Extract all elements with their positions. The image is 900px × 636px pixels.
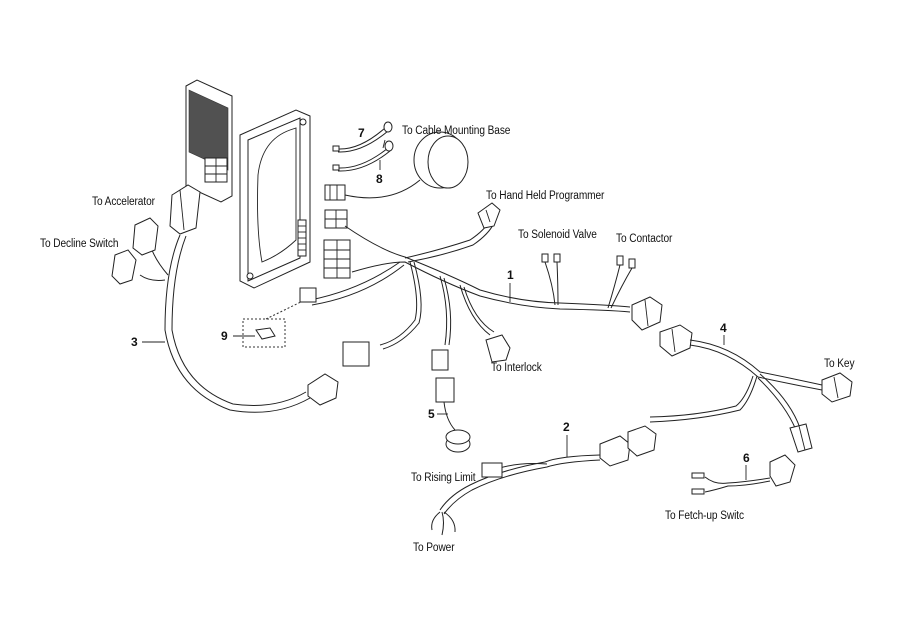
callout-1: 1 bbox=[507, 268, 514, 282]
label-accelerator: To Accelerator bbox=[92, 196, 155, 208]
callout-2: 2 bbox=[563, 420, 570, 434]
circuit-board bbox=[185, 79, 233, 203]
power-harness bbox=[431, 425, 657, 536]
label-hand-held-programmer: To Hand Held Programmer bbox=[486, 190, 605, 202]
leader-lines bbox=[142, 139, 747, 480]
fuse-box bbox=[242, 287, 317, 348]
accelerator-harness bbox=[111, 184, 511, 413]
label-decline-switch: To Decline Switch bbox=[40, 238, 119, 250]
rising-limit-sensor bbox=[443, 401, 471, 453]
label-fetch-up-switch: To Fetch-up Switc bbox=[665, 510, 744, 522]
callout-5: 5 bbox=[428, 407, 435, 421]
alarm-buzzer bbox=[324, 131, 469, 201]
label-interlock: To Interlock bbox=[491, 362, 542, 374]
callout-7: 7 bbox=[358, 126, 365, 140]
callout-9: 9 bbox=[221, 329, 228, 343]
label-contactor: To Contactor bbox=[616, 233, 673, 245]
label-cable-mounting-base: To Cable Mounting Base bbox=[402, 125, 511, 137]
ground-cables bbox=[332, 121, 394, 172]
fetch-up-switch-lead bbox=[691, 454, 796, 495]
label-solenoid-valve: To Solenoid Valve bbox=[518, 229, 597, 241]
label-key: To Key bbox=[824, 358, 855, 370]
programmer-connector bbox=[477, 202, 501, 229]
key-harness bbox=[649, 339, 853, 453]
callout-6: 6 bbox=[743, 451, 750, 465]
label-power: To Power bbox=[413, 542, 455, 554]
callout-8: 8 bbox=[376, 172, 383, 186]
controller-housing bbox=[239, 109, 311, 289]
main-harness bbox=[309, 219, 631, 350]
controller-connectors bbox=[323, 209, 351, 279]
callout-3: 3 bbox=[131, 335, 138, 349]
contactor-leads bbox=[607, 255, 636, 309]
solenoid-valve-leads bbox=[541, 253, 561, 306]
label-rising-limit: To Rising Limit bbox=[411, 472, 476, 484]
junction-connectors bbox=[631, 296, 693, 357]
callout-4: 4 bbox=[720, 321, 727, 335]
